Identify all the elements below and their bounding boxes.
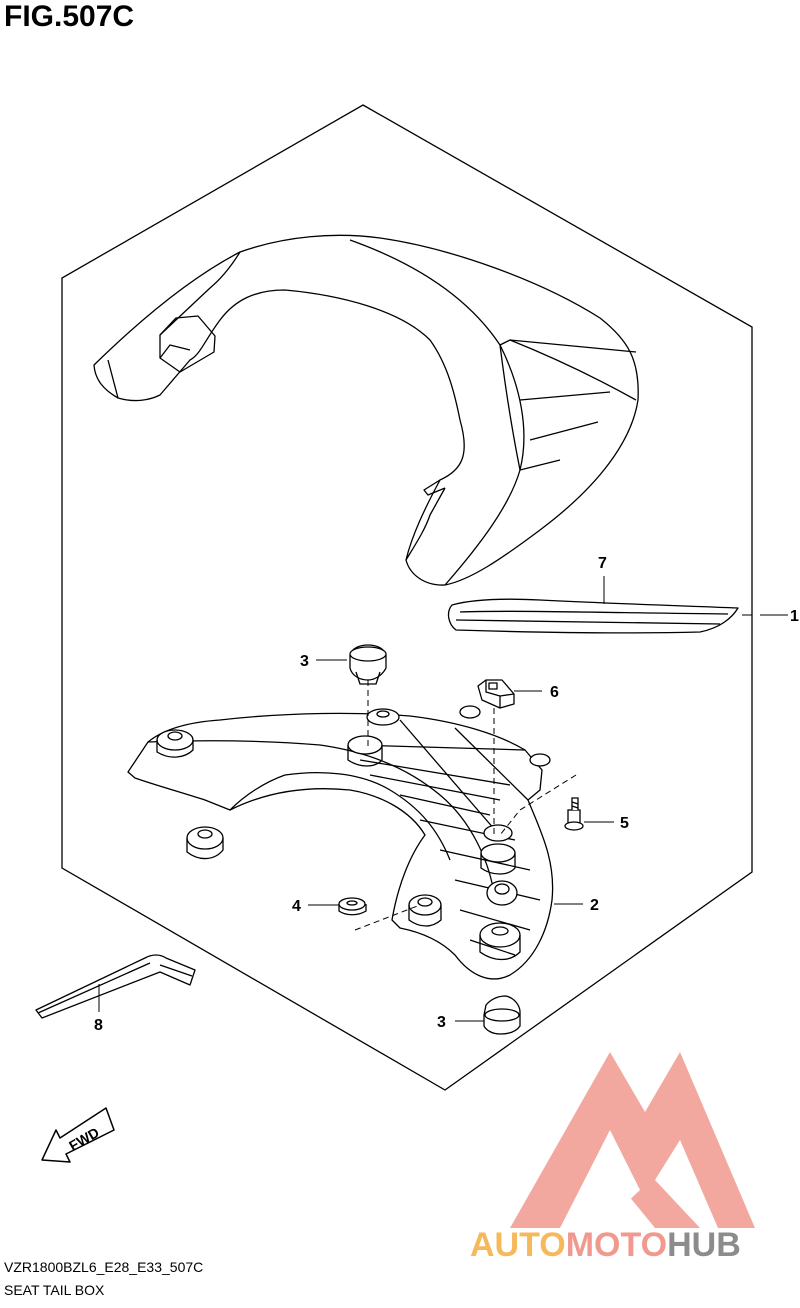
- assembly-frame: [61, 104, 753, 1091]
- callout-2: 2: [590, 897, 599, 914]
- rubber-grommet-top: [349, 644, 387, 685]
- callout-3-bottom: 3: [437, 1014, 446, 1031]
- figure-title: FIG.507C: [4, 0, 135, 33]
- leader-lines: [98, 576, 788, 1022]
- watermark-moto: MOTO: [566, 1226, 667, 1264]
- automotohub-logo: [510, 1052, 755, 1228]
- fwd-arrow-icon: FWD: [41, 1107, 115, 1163]
- seat-tail-cover: [93, 234, 639, 586]
- watermark-hub: HUB: [667, 1226, 741, 1264]
- watermark-auto: AUTO: [470, 1226, 566, 1264]
- watermark-text: AUTOMOTOHUB: [470, 1226, 741, 1264]
- trim-strip: [447, 598, 739, 634]
- figure-code: VZR1800BZL6_E28_E33_507C: [4, 1259, 204, 1275]
- bolt: [564, 797, 584, 831]
- figure-name: SEAT TAIL BOX: [4, 1282, 105, 1298]
- callout-8: 8: [94, 1017, 103, 1034]
- callout-6: 6: [550, 684, 559, 701]
- mounting-bracket: [127, 705, 554, 980]
- clip-nut: [477, 679, 515, 709]
- callout-3-top: 3: [300, 653, 309, 670]
- callout-4: 4: [292, 898, 301, 915]
- callout-5: 5: [620, 815, 629, 832]
- callout-7: 7: [598, 555, 607, 572]
- callout-1: 1: [790, 608, 799, 625]
- washer: [338, 897, 367, 916]
- hex-key: [35, 954, 196, 1019]
- rubber-grommet-bottom: [483, 995, 521, 1035]
